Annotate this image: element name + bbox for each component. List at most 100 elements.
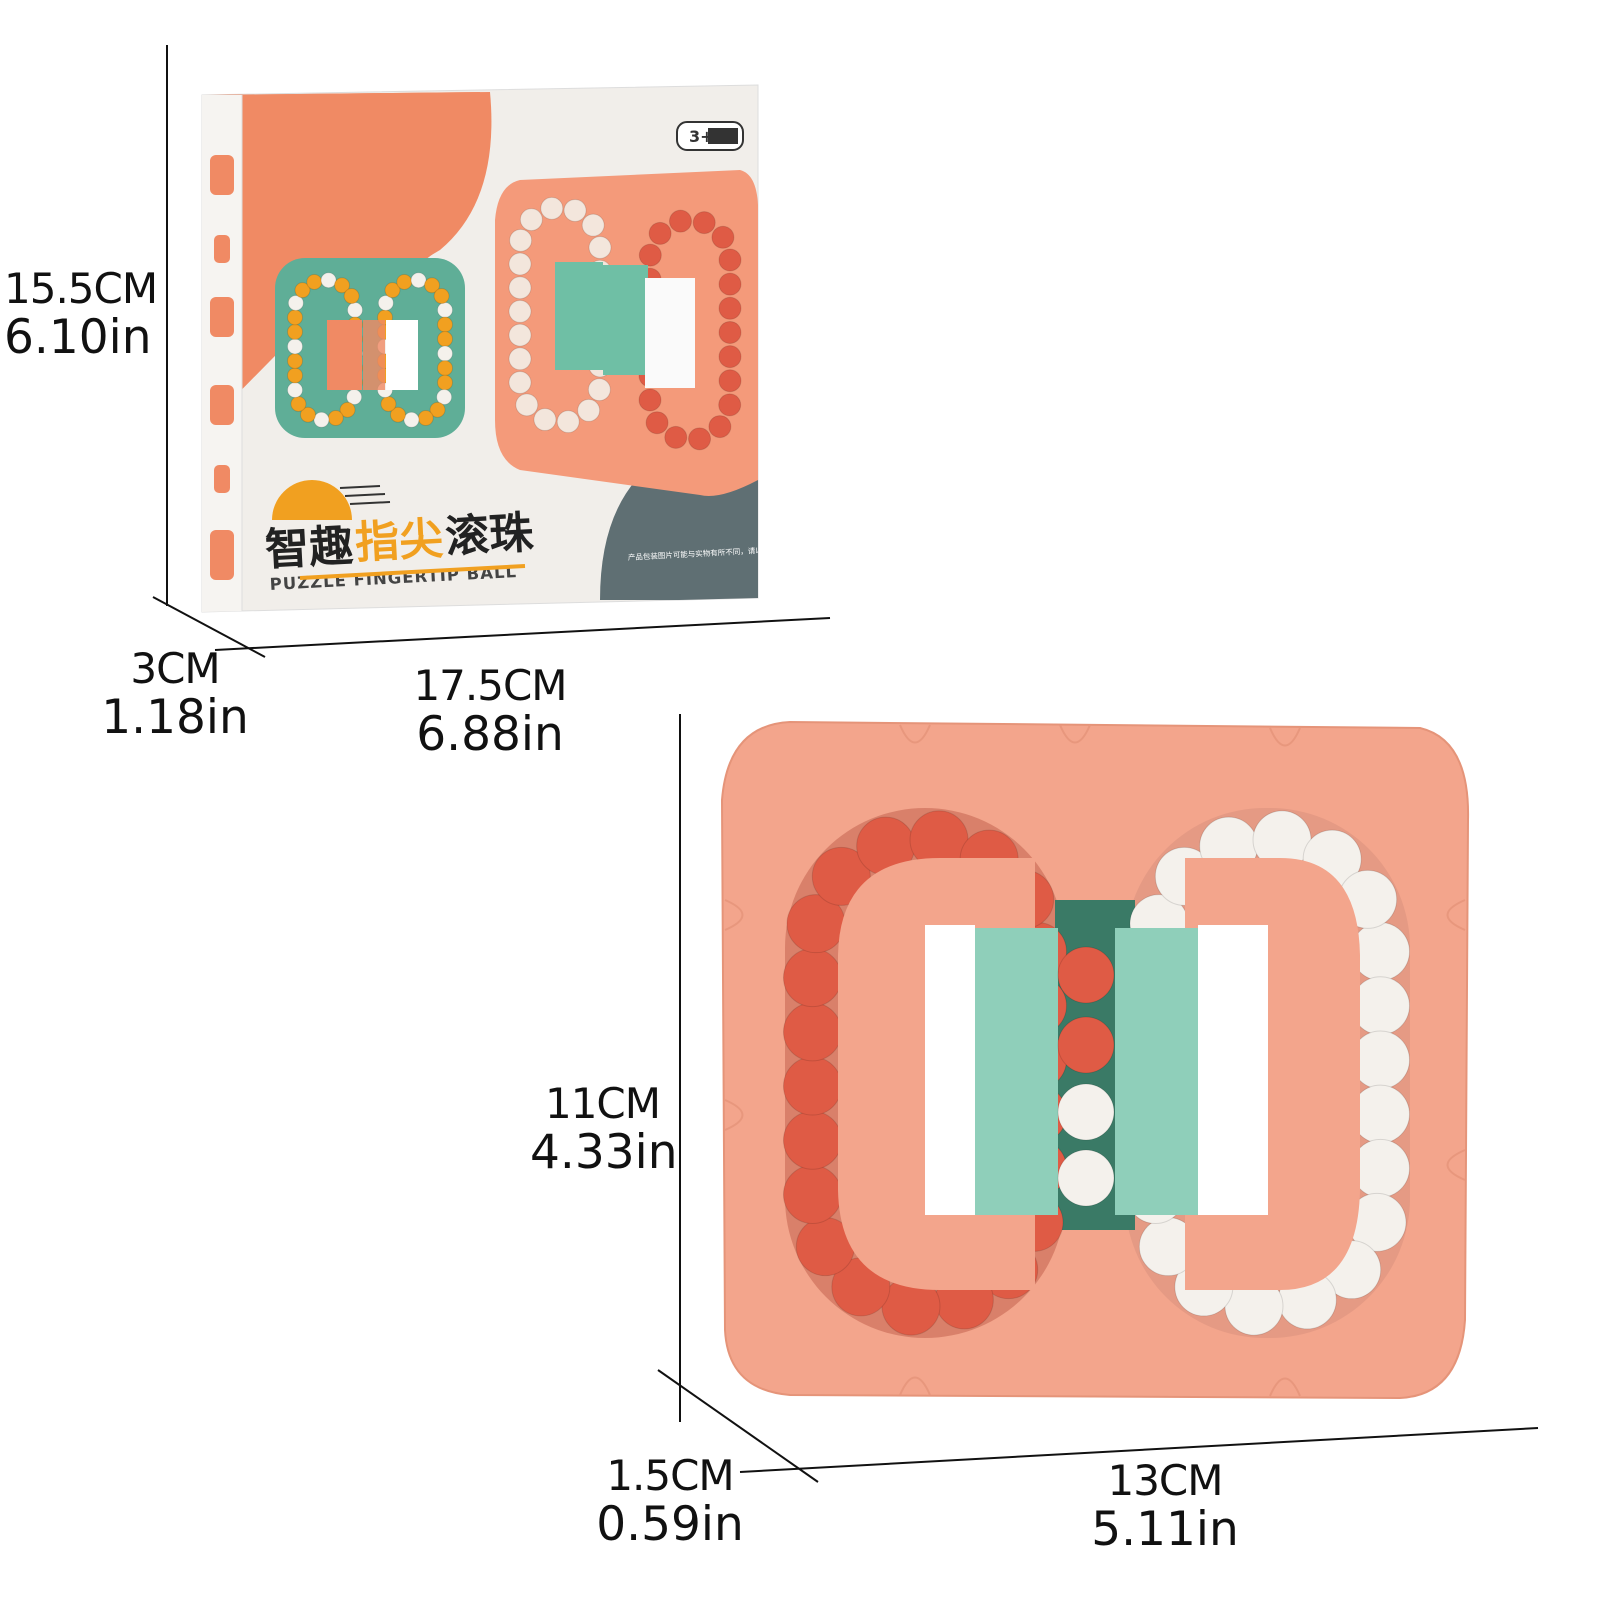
ball <box>783 1002 842 1062</box>
ball <box>339 401 356 418</box>
ball <box>343 288 360 305</box>
ball <box>508 323 532 347</box>
ball <box>783 1165 842 1224</box>
ball <box>290 395 307 412</box>
dimension-lines <box>152 45 1539 1483</box>
ball <box>533 408 557 432</box>
ball <box>1057 1083 1115 1141</box>
ball <box>688 427 712 451</box>
ball <box>396 273 413 290</box>
ball <box>320 272 337 289</box>
ball <box>811 846 871 906</box>
ball <box>783 948 842 1008</box>
toy-width-label: 13CM 5.11in <box>1080 1456 1250 1557</box>
ball <box>508 276 532 300</box>
box-depth-in: 1.18in <box>101 690 249 745</box>
ball <box>588 236 612 259</box>
ball <box>509 228 533 252</box>
toy-depth-line <box>657 1369 819 1483</box>
box-depth-cm: 3CM <box>130 644 220 693</box>
box-height-in: 6.10in <box>4 310 152 365</box>
left-green-slider[interactable] <box>975 928 1058 1215</box>
ball <box>587 378 611 402</box>
left-window <box>925 925 975 1215</box>
ball <box>287 323 303 340</box>
right-window <box>1198 925 1268 1215</box>
ball <box>1057 1149 1115 1207</box>
ball <box>692 211 716 235</box>
ball <box>437 316 453 333</box>
ball <box>436 389 453 406</box>
ball <box>306 273 323 290</box>
ball <box>708 415 732 439</box>
box-side-instructions <box>210 155 234 580</box>
ball <box>437 360 453 377</box>
box-height-cm: 15.5CM <box>4 264 158 313</box>
ball <box>508 299 532 323</box>
ball <box>563 198 587 222</box>
ball <box>299 406 316 423</box>
ball <box>645 411 669 435</box>
ball <box>347 302 363 318</box>
ball <box>556 410 580 434</box>
ball <box>711 225 735 249</box>
ball <box>287 309 303 326</box>
ball <box>718 345 742 369</box>
ball <box>437 331 453 348</box>
ball <box>577 398 601 422</box>
ball <box>648 221 672 245</box>
toy-width-cm: 13CM <box>1107 1456 1223 1505</box>
box-width-in: 6.88in <box>416 707 564 762</box>
ball <box>718 369 742 393</box>
ball <box>287 294 304 311</box>
ball <box>287 367 303 384</box>
fingertip-ball-toy <box>720 720 1470 1400</box>
ball <box>508 347 532 371</box>
ball <box>334 277 351 294</box>
toy-width-in: 5.11in <box>1091 1502 1239 1557</box>
toy-height-in: 4.33in <box>530 1125 678 1180</box>
ball <box>718 393 742 417</box>
box-height-label: 15.5CM 6.10in <box>4 264 158 365</box>
ball <box>668 209 692 233</box>
ball <box>437 302 453 318</box>
toy-surface-grooves <box>724 724 1466 1397</box>
toy-depth-cm: 1.5CM <box>606 1451 734 1500</box>
ball <box>718 248 742 272</box>
logo-sun <box>272 480 352 520</box>
right-green-slider[interactable] <box>1115 928 1198 1215</box>
ball <box>389 406 406 423</box>
ball <box>437 345 453 362</box>
ball <box>540 196 564 220</box>
ball <box>313 411 330 428</box>
toy-width-line <box>739 1427 1539 1473</box>
ball <box>718 272 742 296</box>
ball <box>664 425 688 449</box>
ball <box>515 393 539 417</box>
ball <box>417 410 434 427</box>
ball <box>718 296 742 320</box>
ball <box>783 1056 842 1116</box>
ball <box>429 401 446 418</box>
ball <box>508 371 532 394</box>
ball <box>380 395 397 412</box>
ball <box>519 208 543 232</box>
ball <box>287 382 303 398</box>
box-title-cn-3: 滚珠 <box>444 507 536 563</box>
ball <box>424 277 441 294</box>
ball <box>1351 976 1410 1036</box>
ball <box>638 243 662 267</box>
ball <box>287 338 303 355</box>
ball <box>1351 922 1410 981</box>
ball <box>638 388 662 412</box>
toy-depth-label: 1.5CM 0.59in <box>585 1451 755 1549</box>
ball <box>783 1110 842 1170</box>
box-title-cn-1: 智趣 <box>264 520 355 576</box>
box-width-label: 17.5CM 6.88in <box>405 665 575 762</box>
ball <box>384 282 401 299</box>
box-title-cn-2: 指尖 <box>354 513 445 569</box>
ball <box>581 213 605 237</box>
ball <box>287 352 303 369</box>
box-depth-line <box>152 596 266 658</box>
ball <box>1057 946 1115 1004</box>
